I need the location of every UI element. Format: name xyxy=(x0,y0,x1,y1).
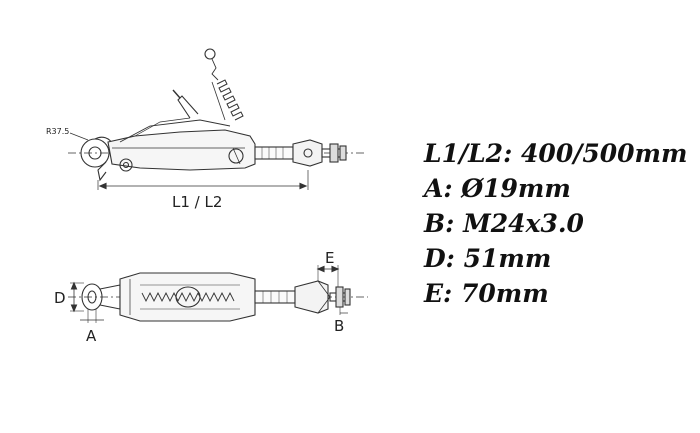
spec-value: 400/500mm xyxy=(521,139,688,168)
spec-key: B: xyxy=(424,209,455,238)
spec-value: M24x3.0 xyxy=(463,209,584,238)
spec-value: Ø19mm xyxy=(461,174,571,203)
spec-d: D: 51mm xyxy=(424,241,687,276)
spec-value: 51mm xyxy=(463,244,552,273)
spec-list: L1/L2: 400/500mm A: Ø19mm B: M24x3.0 D: … xyxy=(424,136,687,311)
spec-key: D: xyxy=(424,244,455,273)
dimension-e-label: E xyxy=(325,249,334,267)
spec-b: B: M24x3.0 xyxy=(424,206,687,241)
radius-label: R37.5 xyxy=(46,127,69,136)
dimension-b-label: B xyxy=(334,317,344,335)
spec-length: L1/L2: 400/500mm xyxy=(424,136,687,171)
spec-e: E: 70mm xyxy=(424,276,687,311)
dimension-d-label: D xyxy=(54,289,66,307)
spec-value: 70mm xyxy=(461,279,549,308)
dimension-a-label: A xyxy=(86,327,97,345)
spec-key: E: xyxy=(424,279,453,308)
side-view-drawing: R37.5 L1 / L2 xyxy=(46,48,365,211)
spec-a: A: Ø19mm xyxy=(424,171,687,206)
length-label: L1 / L2 xyxy=(172,193,222,211)
spec-key: A: xyxy=(424,174,453,203)
spec-key: L1/L2: xyxy=(424,139,513,168)
top-view-drawing: D A E B xyxy=(54,249,368,345)
